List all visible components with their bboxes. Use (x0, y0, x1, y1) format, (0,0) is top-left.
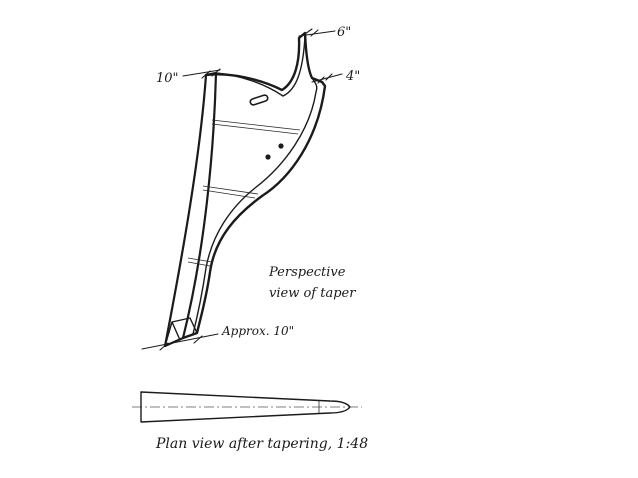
dimension-label-bottom: Approx. 10" (221, 324, 294, 338)
bolt-slot (249, 94, 269, 106)
perspective-caption-line2: view of taper (269, 286, 356, 301)
dimension-label-10in: 10" (156, 71, 179, 86)
section-line (202, 189, 256, 199)
section-line (211, 119, 301, 131)
section-line (187, 261, 211, 267)
taper-outline (181, 31, 327, 340)
dimension-10in-top (182, 68, 221, 79)
dimension-label-6in: 6" (337, 25, 351, 40)
bolt-hole (278, 143, 284, 149)
dimension-4in (311, 73, 343, 84)
plan-view-drawing (132, 391, 362, 423)
dimension-bottom (141, 333, 219, 351)
dimension-label-4in: 4" (345, 69, 360, 84)
bottom-end-cap (164, 317, 198, 347)
plan-taper-outline (140, 391, 351, 423)
dimension-6in (298, 28, 336, 37)
section-line (211, 123, 299, 135)
perspective-taper-drawing (163, 31, 327, 348)
section-line (187, 257, 213, 263)
plan-caption: Plan view after tapering, 1:48 (155, 436, 368, 452)
front-face-outline (163, 71, 218, 348)
section-line (202, 185, 259, 195)
bolt-hole (265, 154, 271, 160)
inner-back-edge (192, 35, 318, 335)
perspective-caption-line1: Perspective (268, 265, 346, 280)
